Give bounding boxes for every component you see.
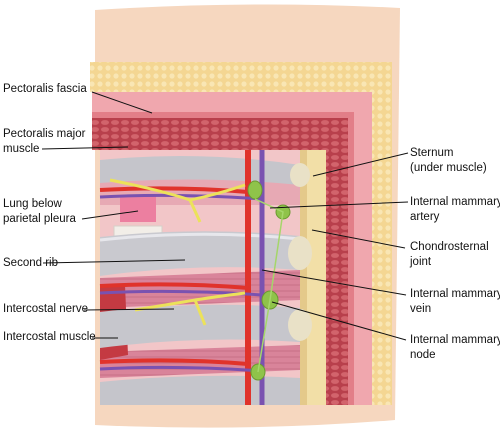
label-internal-mammary-node: Internal mammary node: [410, 334, 500, 361]
internal-mammary-node-1: [247, 180, 263, 200]
leader-lines-right: [261, 152, 409, 341]
label-internal-mammary-artery: Internal mammary artery: [410, 196, 500, 223]
label-sternum: Sternum (under muscle): [410, 147, 487, 174]
label-chondrosternal-joint: Chondrosternal joint: [410, 241, 489, 268]
intercostal-nerve-upper: [109, 178, 246, 223]
leader-lines-left: [41, 91, 186, 339]
label-intercostal-nerve: Intercostal nerve: [3, 303, 89, 315]
label-internal-mammary-vein: Internal mammary vein: [410, 288, 500, 315]
label-intercostal-muscle: Intercostal muscle: [3, 331, 96, 343]
label-pectoralis-major: Pectoralis major muscle: [3, 128, 86, 155]
label-lung: Lung below parietal pleura: [3, 198, 76, 225]
lung-patch: [120, 196, 156, 222]
pectoralis-major-band: [92, 118, 348, 405]
fourth-rib: [100, 375, 300, 405]
chondrosternal-joint-1: [288, 236, 312, 270]
label-pectoralis-fascia: Pectoralis fascia: [3, 83, 87, 95]
label-second-rib: Second rib: [3, 257, 58, 269]
